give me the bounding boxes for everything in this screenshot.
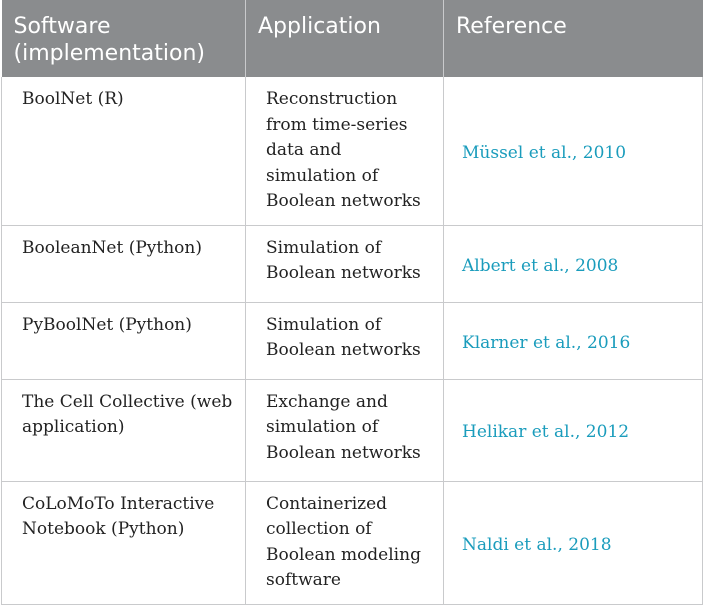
header-software: Software (implementation) (1, 0, 246, 77)
reference-link[interactable]: Müssel et al., 2010 (462, 143, 627, 163)
software-cell: CoLoMoTo Interactive Notebook (Python) (1, 481, 246, 605)
software-cell: BoolNet (R) (1, 77, 246, 226)
reference-cell: Albert et al., 2008 (443, 225, 703, 303)
header-row: Software (implementation) Application Re… (1, 0, 703, 77)
reference-cell: Müssel et al., 2010 (443, 77, 703, 226)
table-body: BoolNet (R) Reconstruction from time-ser… (1, 77, 703, 605)
header-application: Application (245, 0, 444, 77)
application-cell: Exchange and simulation of Boolean netwo… (245, 379, 444, 482)
table-header: Software (implementation) Application Re… (1, 0, 703, 77)
table-row: BooleanNet (Python) Simulation of Boolea… (1, 225, 703, 303)
application-cell: Containerized collection of Boolean mode… (245, 481, 444, 605)
table-row: The Cell Collective (web application) Ex… (1, 379, 703, 482)
software-cell: PyBoolNet (Python) (1, 302, 246, 380)
reference-link[interactable]: Helikar et al., 2012 (462, 422, 630, 443)
header-reference: Reference (443, 0, 703, 77)
table-row: CoLoMoTo Interactive Notebook (Python) C… (1, 481, 703, 605)
software-cell: The Cell Collective (web application) (1, 379, 246, 482)
reference-cell: Helikar et al., 2012 (443, 379, 703, 482)
reference-link[interactable]: Naldi et al., 2018 (462, 534, 612, 555)
reference-link[interactable]: Albert et al., 2008 (462, 255, 619, 276)
reference-link[interactable]: Klarner et al., 2016 (462, 332, 631, 353)
application-cell: Simulation of Boolean networks (245, 225, 444, 303)
software-cell: BooleanNet (Python) (1, 225, 246, 303)
table-row: PyBoolNet (Python) Simulation of Boolean… (1, 302, 703, 380)
application-cell: Reconstruction from time-series data and… (245, 77, 444, 226)
application-cell: Simulation of Boolean networks (245, 302, 444, 380)
reference-cell: Naldi et al., 2018 (443, 481, 703, 605)
table-row: BoolNet (R) Reconstruction from time-ser… (1, 77, 703, 226)
reference-cell: Klarner et al., 2016 (443, 302, 703, 380)
